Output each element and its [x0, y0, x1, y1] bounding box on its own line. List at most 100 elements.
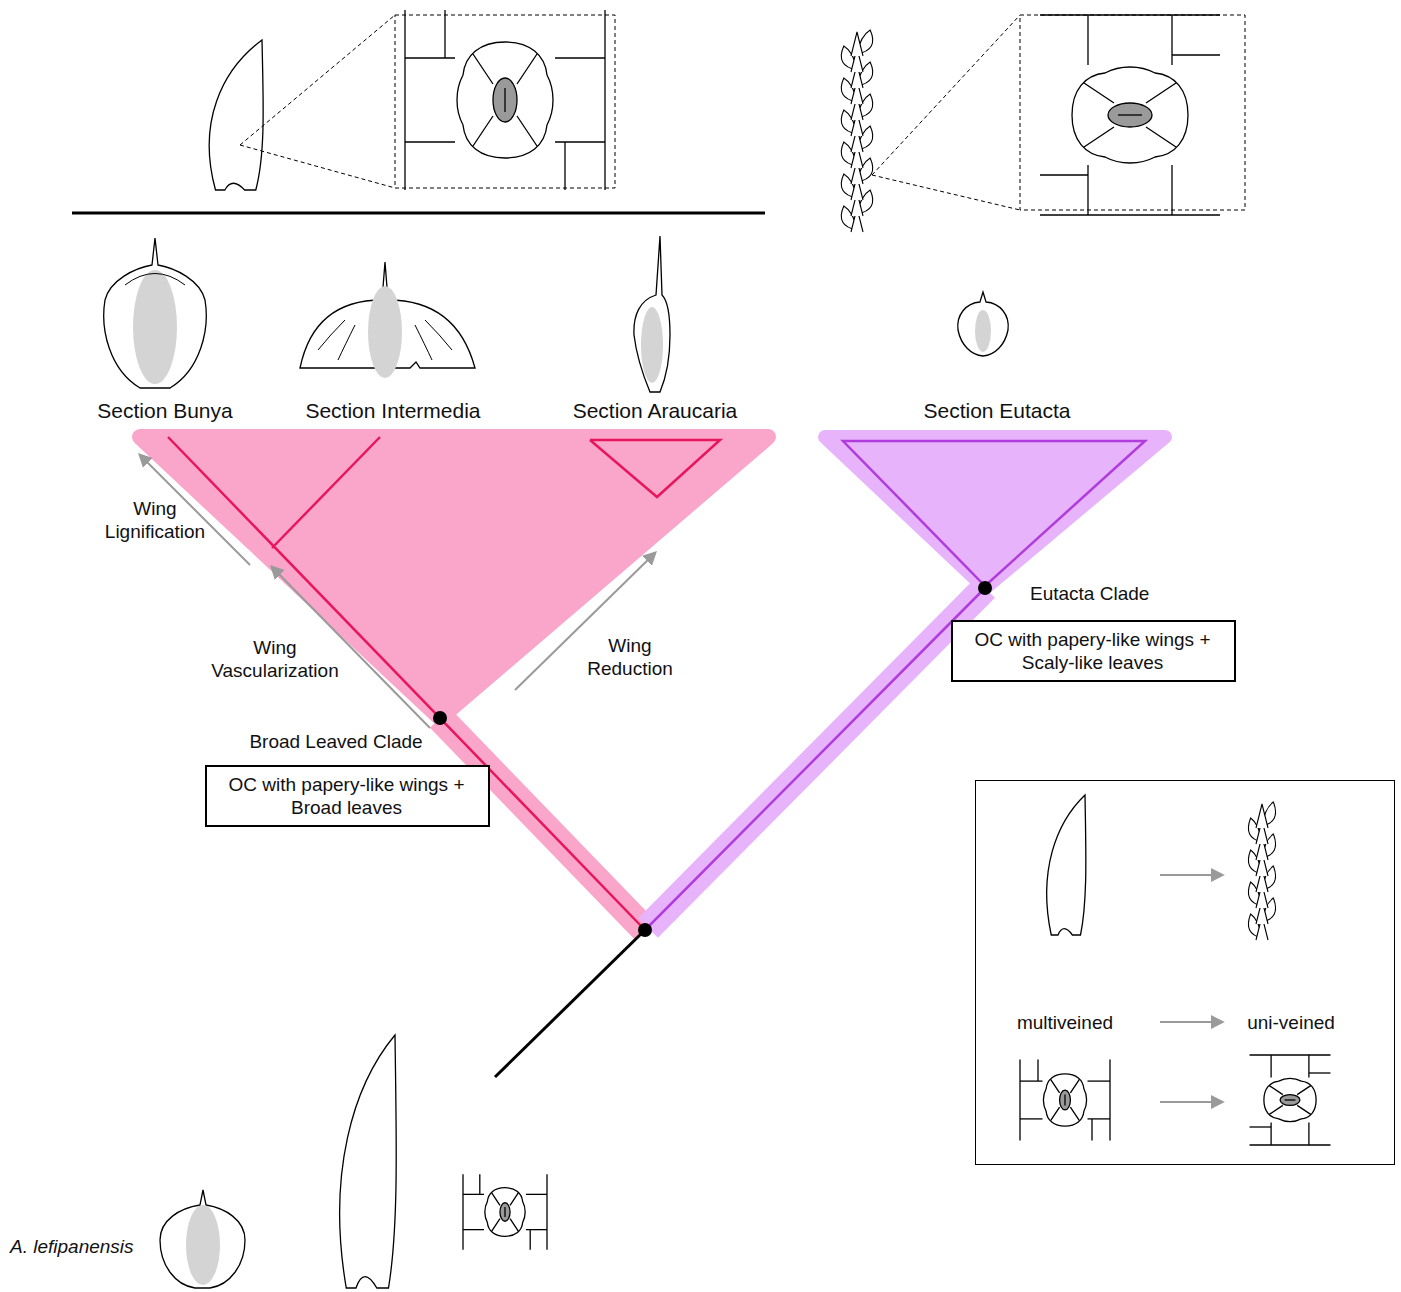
key-panel: multiveined uni-veined	[975, 780, 1395, 1165]
key-label: uni-veined	[1247, 1011, 1335, 1034]
zoom-box	[1020, 15, 1245, 210]
cell-wall	[1109, 1060, 1110, 1141]
trend-label: Wing Reduction	[587, 634, 673, 680]
leaf-outline	[1047, 795, 1086, 935]
stoma	[1250, 1055, 1331, 1145]
cell-wall	[463, 1194, 484, 1195]
seed	[975, 310, 991, 352]
figure	[72, 10, 1331, 1288]
subsidiary-cells	[485, 1188, 525, 1237]
cell-wall	[473, 54, 537, 146]
wing-vein	[318, 320, 452, 360]
branch-line	[168, 437, 720, 930]
cell-wall	[1051, 1079, 1080, 1120]
subsidiary-cells	[1043, 1074, 1086, 1126]
leader-line	[872, 15, 1020, 210]
cell-wall	[1084, 83, 1176, 147]
stomatal-pore	[1118, 114, 1142, 115]
cell-wall	[1040, 14, 1220, 15]
cell-wall	[1309, 1072, 1331, 1073]
guard-cells	[1108, 103, 1152, 127]
node-dot	[638, 923, 652, 937]
cell-wall	[526, 1194, 547, 1195]
cell-wall	[479, 1174, 480, 1194]
box-text: OC with papery-like wings + Scaly-like l…	[965, 628, 1220, 674]
cell-wall	[1171, 165, 1172, 215]
trait-box: OC with papery-like wings + Broad leaves	[205, 765, 490, 827]
transition-arrow	[1160, 1101, 1222, 1103]
cell-wall	[1250, 1126, 1272, 1127]
section-label: Section Araucaria	[573, 398, 738, 423]
cell-wall	[526, 1229, 547, 1230]
clade-area	[140, 437, 768, 718]
node-dot	[978, 581, 992, 595]
seed	[133, 270, 177, 384]
cell-wall	[405, 57, 455, 58]
scale-leaf	[851, 32, 863, 56]
cell-wall	[1040, 214, 1220, 215]
cell-wall	[404, 10, 405, 190]
leaf-outline	[340, 1035, 397, 1288]
stomatal-pore	[1285, 1099, 1296, 1100]
transition-arrow	[1160, 1021, 1222, 1023]
guard-cells	[500, 1203, 510, 1221]
cell-wall	[1269, 1086, 1310, 1115]
cell-wall	[1040, 174, 1088, 175]
box-text: OC with papery-like wings + Broad leaves	[219, 773, 474, 819]
subsidiary-cells	[457, 42, 553, 158]
leaf-outline	[209, 40, 263, 190]
stoma	[405, 10, 605, 190]
cell-wall	[1088, 1118, 1111, 1119]
cell-wall	[1088, 1080, 1111, 1081]
cell-wall	[555, 57, 605, 58]
section-label: Section Eutacta	[923, 398, 1070, 423]
section-label: Section Intermedia	[305, 398, 480, 423]
cell-wall	[1172, 54, 1220, 55]
clade-label: Broad Leaved Clade	[249, 730, 422, 753]
cell-wall	[492, 1193, 519, 1232]
zoom-box	[395, 15, 615, 188]
stoma	[463, 1174, 547, 1250]
root-line	[495, 930, 645, 1077]
clade-area	[825, 437, 1165, 588]
transition-arrow	[1160, 874, 1222, 876]
cell-wall	[463, 1229, 484, 1230]
key-label: multiveined	[1017, 1011, 1113, 1034]
cell-wall	[1037, 1060, 1038, 1082]
ovuliferous-complex	[160, 1190, 245, 1288]
trend-label: Wing Vascularization	[211, 636, 338, 682]
seed	[186, 1205, 220, 1285]
cell-wall	[530, 1230, 531, 1250]
cell-wall	[1020, 1080, 1043, 1081]
cell-wall	[546, 1174, 547, 1250]
cell-wall	[1019, 1060, 1020, 1141]
cell-wall	[1091, 1119, 1092, 1141]
ovuliferous-complex	[958, 292, 1009, 356]
cell-wall	[1270, 1055, 1271, 1078]
seed	[368, 286, 402, 378]
guard-cells	[493, 78, 517, 122]
cell-wall	[604, 10, 605, 190]
guard-cells	[1280, 1095, 1300, 1106]
ovuliferous-complex	[634, 236, 670, 392]
cell-wall	[1087, 15, 1088, 65]
subsidiary-cells	[1264, 1078, 1316, 1121]
cell-wall	[405, 141, 455, 142]
cell-wall	[1020, 1118, 1043, 1119]
cell-wall	[555, 141, 605, 142]
stomatal-pore	[504, 1207, 505, 1217]
seed	[641, 307, 663, 383]
cell-wall	[1308, 1055, 1309, 1078]
subsidiary-cells	[1072, 67, 1188, 163]
guard-cells	[1060, 1090, 1071, 1110]
cell-wall	[444, 10, 445, 58]
leader-line	[240, 15, 395, 188]
wing-edge	[125, 274, 185, 286]
cell-wall	[1250, 1054, 1331, 1055]
node-dot	[433, 711, 447, 725]
cell-wall	[1250, 1144, 1331, 1145]
cell-wall	[564, 142, 565, 190]
stomatal-pore	[504, 88, 505, 112]
clade-label: Eutacta Clade	[1030, 582, 1149, 605]
cell-wall	[1087, 165, 1088, 215]
